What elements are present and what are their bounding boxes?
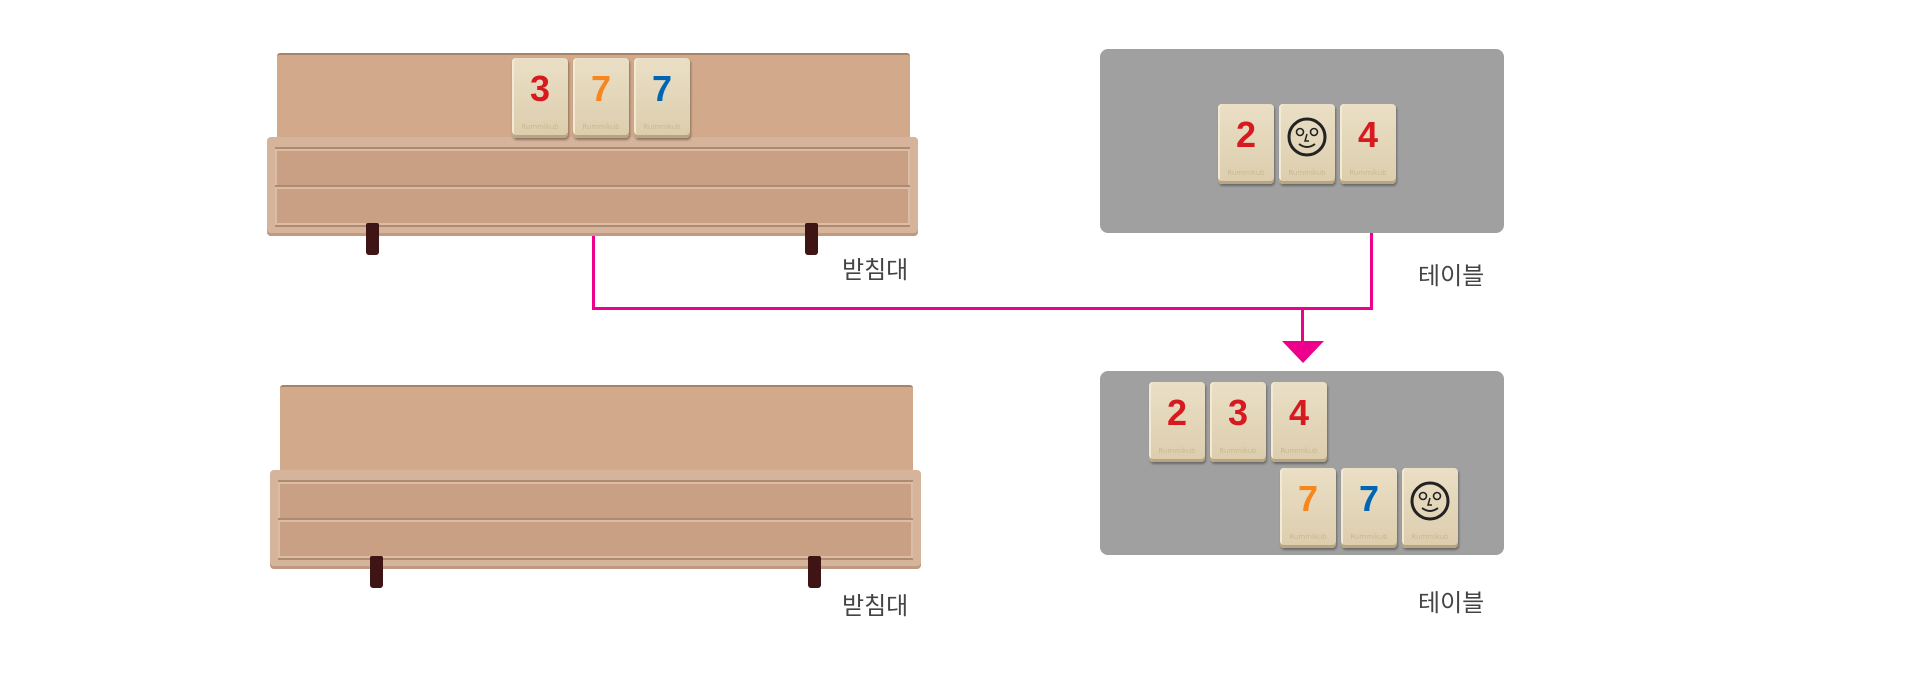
tile-number: 2 (1166, 392, 1188, 433)
tile-brand-logo: Rummikub (1280, 447, 1318, 455)
tile-brand-logo: Rummikub (521, 123, 559, 131)
tile-number: 3 (1227, 392, 1249, 433)
tile-brand-logo: Rummikub (1289, 533, 1327, 541)
connector-line (1370, 233, 1373, 310)
tile-brand-logo: Rummikub (1227, 169, 1265, 177)
tile-number: 2 (1235, 114, 1257, 155)
joker-face-icon (1410, 481, 1450, 521)
tile-number: 4 (1288, 392, 1310, 433)
tile-brand-logo: Rummikub (1411, 533, 1449, 541)
tile-brand-logo: Rummikub (1350, 533, 1388, 541)
tile-brand-logo: Rummikub (1288, 169, 1326, 177)
tile-number: 3 (529, 68, 551, 109)
tile-brand-logo: Rummikub (643, 123, 681, 131)
tile-number: 7 (1297, 478, 1319, 519)
rack-label-before: 받침대 (842, 256, 909, 284)
tile-number: 7 (1358, 478, 1380, 519)
table-label-after: 테이블 (1418, 589, 1485, 617)
tile-number: 4 (1357, 114, 1379, 155)
tile-joker[interactable]: Rummikub (1402, 468, 1458, 548)
tile-brand-logo: Rummikub (1219, 447, 1257, 455)
arrow-down-icon (1282, 341, 1324, 363)
rack-back-after (280, 385, 913, 472)
tile-brand-logo: Rummikub (1349, 169, 1387, 177)
arrow-shaft (1301, 308, 1304, 343)
joker-face-icon (1287, 117, 1327, 157)
connector-line (592, 236, 595, 310)
connector-line (592, 307, 1373, 310)
tile-brand-logo: Rummikub (582, 123, 620, 131)
tile-number: 7 (590, 68, 612, 109)
tile-number: 7 (651, 68, 673, 109)
rack-front-before (267, 137, 918, 255)
tile-joker[interactable]: Rummikub (1279, 104, 1335, 184)
rack-front-after (270, 470, 921, 588)
table-label-before: 테이블 (1418, 262, 1485, 290)
rack-label-after: 받침대 (842, 592, 909, 620)
tile-brand-logo: Rummikub (1158, 447, 1196, 455)
